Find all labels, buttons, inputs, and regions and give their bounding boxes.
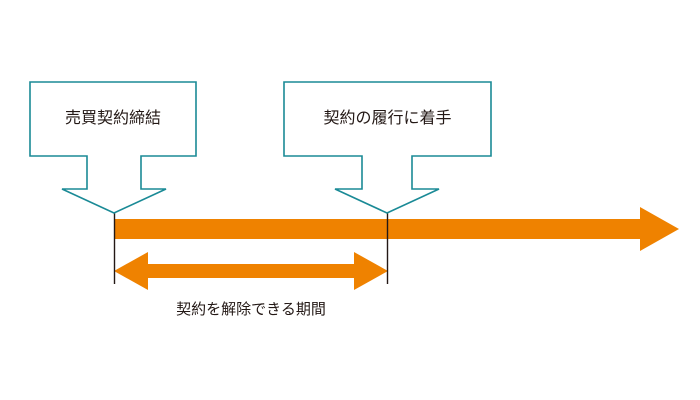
- timeline-arrow: [114, 207, 679, 251]
- callout-box-contract-signing: [29, 81, 197, 214]
- callout-box-performance-start: [283, 81, 492, 214]
- callout-label-contract-signing: 売買契約締結: [64, 108, 161, 127]
- callout-label-performance-start: 契約の履行に着手: [323, 108, 452, 127]
- cancellation-period-label: 契約を解除できる期間: [176, 300, 326, 318]
- cancellation-period-arrow: [114, 252, 388, 290]
